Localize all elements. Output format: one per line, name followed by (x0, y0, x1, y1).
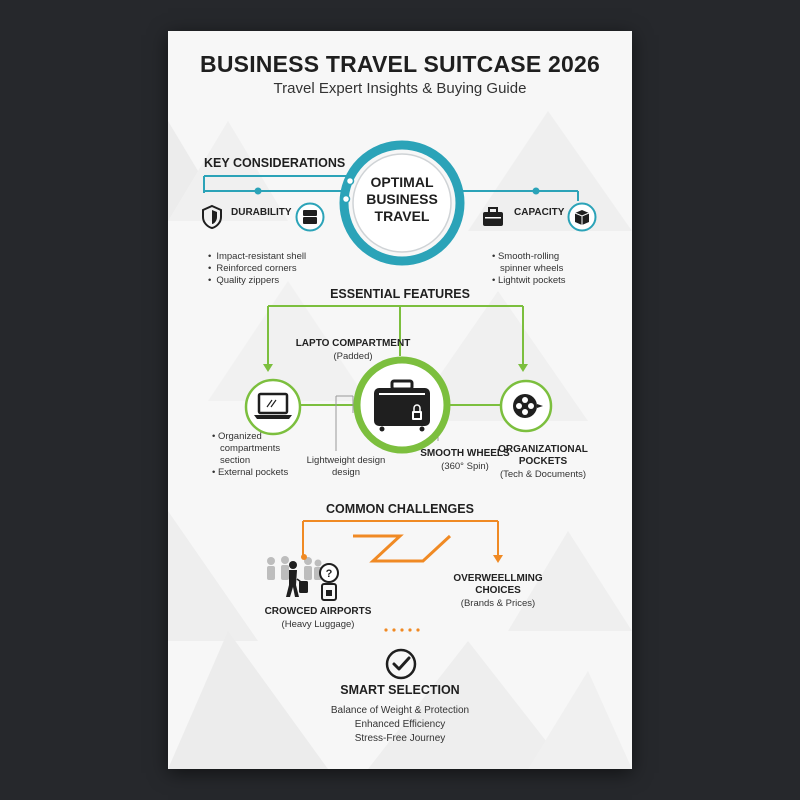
briefcase-icon (483, 207, 503, 226)
overwhelming-choices-label: OVERWEELLMING CHOICES (453, 573, 543, 596)
list-item-continuation: compartments (220, 443, 281, 454)
list-item: • Lightwit pockets (492, 275, 566, 286)
hub-label-line1: OPTIMAL (370, 174, 434, 190)
list-item: Reinforced corners (208, 263, 306, 275)
smooth-wheels-sub: (360° Spin) (441, 461, 489, 472)
page-title: BUSINESS TRAVEL SUITCASE 2026 (200, 51, 600, 77)
hub-label: OPTIMAL BUSINESS TRAVEL (346, 174, 458, 225)
overwhelming-choices-sub: (Brands & Prices) (460, 598, 536, 609)
smooth-wheels-label: SMOOTH WHEELS (420, 448, 510, 459)
laptop-compartment-label: LAPTO COMPARTMENT (295, 338, 411, 349)
crowd-icon: ? (267, 556, 339, 601)
lightweight-design-label: Lightweight design design (306, 455, 386, 478)
shield-icon (202, 204, 222, 230)
organized-compartments-list: • Organized compartments section • Exter… (212, 431, 288, 479)
capacity-label: CAPACITY (514, 207, 565, 218)
box-icon (567, 202, 597, 232)
organizational-pockets-label: ORGANIZATIONAL POCKETS (498, 444, 588, 467)
crowded-airports-sub: (Heavy Luggage) (281, 619, 355, 630)
svg-text:?: ? (326, 568, 333, 580)
suitcase-icon (353, 356, 451, 454)
durability-label: DURABILITY (231, 207, 292, 218)
film-reel-icon (499, 379, 553, 433)
list-item: Quality zippers (208, 275, 306, 287)
orange-dot-icon (301, 554, 307, 560)
laptop-icon (244, 378, 302, 436)
list-item: Balance of Weight & Protection (330, 705, 470, 716)
list-item: Stress-Free Journey (354, 733, 446, 744)
hub-label-line3: TRAVEL (374, 208, 430, 224)
checkmark-icon (385, 648, 417, 680)
smart-selection-heading: SMART SELECTION (340, 683, 460, 697)
common-challenges-heading: COMMON CHALLENGES (326, 502, 474, 516)
list-item: • External pockets (212, 467, 289, 478)
list-item: Enhanced Efficiency (354, 719, 446, 730)
infographic-poster: BUSINESS TRAVEL SUITCASE 2026 Travel Exp… (168, 31, 632, 769)
key-considerations-heading: KEY CONSIDERATIONS (204, 156, 346, 170)
page-subtitle: Travel Expert Insights & Buying Guide (273, 80, 527, 97)
list-item: • Smooth-rolling (492, 251, 560, 262)
hub-ring (339, 140, 465, 266)
list-item: • Organized (212, 431, 262, 442)
list-item: Impact-resistant shell (208, 251, 306, 263)
list-item-continuation: section (220, 455, 251, 466)
suitcase-stack-icon (295, 202, 325, 232)
capacity-list: • Smooth-rolling spinner wheels • Lightw… (492, 251, 566, 287)
durability-list: Impact-resistant shell Reinforced corner… (208, 251, 306, 287)
smart-selection-lines: Balance of Weight & Protection Enhanced … (168, 704, 632, 746)
organizational-pockets-sub: (Tech & Documents) (499, 469, 587, 480)
essential-features-heading: ESSENTIAL FEATURES (330, 287, 470, 301)
list-item-continuation: spinner wheels (500, 263, 564, 274)
hub-label-line2: BUSINESS (366, 191, 438, 207)
crowded-airports-label: CROWCED AIRPORTS (264, 606, 372, 617)
laptop-compartment-sub: (Padded) (333, 351, 373, 362)
